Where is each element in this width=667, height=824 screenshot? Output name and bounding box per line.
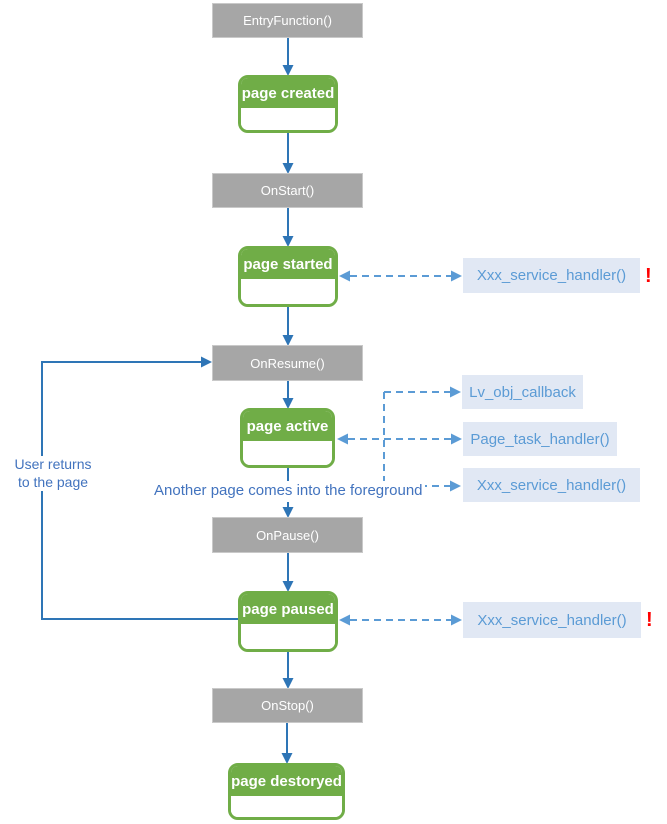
arrowhead-down-icon bbox=[282, 65, 294, 76]
arrowhead-down-icon bbox=[282, 398, 294, 409]
state-box-page-active: page active bbox=[240, 408, 335, 468]
arrowhead-left-icon bbox=[339, 614, 350, 626]
function-label: EntryFunction() bbox=[243, 13, 332, 28]
state-body bbox=[241, 279, 335, 304]
function-label: OnStop() bbox=[261, 698, 314, 713]
arrowhead-right-icon bbox=[451, 614, 462, 626]
arrowhead-down-icon bbox=[282, 236, 294, 247]
arrowhead-down-icon bbox=[282, 678, 294, 689]
function-label: OnResume() bbox=[250, 355, 325, 371]
state-header: page active bbox=[243, 411, 332, 441]
state-body bbox=[243, 441, 332, 465]
note-user-returns: User returns to the page bbox=[6, 456, 100, 491]
handler-label: Page_task_handler() bbox=[470, 430, 610, 448]
warning-exclamation-icon: ! bbox=[645, 265, 652, 287]
handler-label: Xxx_service_handler() bbox=[477, 611, 627, 629]
state-body bbox=[231, 796, 342, 817]
note-line: User returns bbox=[14, 456, 92, 472]
function-box-onstart: OnStart() bbox=[212, 173, 363, 208]
state-header: page destoryed bbox=[231, 766, 342, 796]
arrowhead-down-icon bbox=[281, 753, 293, 764]
note-foreground: Another page comes into the foreground bbox=[152, 481, 425, 502]
state-body bbox=[241, 108, 335, 130]
handler-box-xxx-service-handler-started: Xxx_service_handler() bbox=[463, 258, 640, 293]
arrowhead-left-icon bbox=[337, 433, 348, 445]
handler-box-page-task-handler: Page_task_handler() bbox=[463, 422, 617, 456]
arrowhead-right-icon bbox=[450, 480, 461, 492]
note-line: to the page bbox=[17, 473, 89, 490]
handler-label: Xxx_service_handler() bbox=[476, 267, 627, 284]
dashed-handler-arrows bbox=[348, 275, 451, 621]
handler-box-lv-obj-callback: Lv_obj_callback bbox=[462, 375, 583, 409]
state-box-page-started: page started bbox=[238, 246, 338, 307]
arrowhead-down-icon bbox=[282, 507, 294, 518]
function-box-entryfunction: EntryFunction() bbox=[212, 3, 363, 38]
arrowhead-down-icon bbox=[282, 581, 294, 592]
handler-box-xxx-service-handler-paused: Xxx_service_handler() bbox=[463, 602, 641, 638]
arrowhead-down-icon bbox=[282, 163, 294, 174]
arrowhead-right-icon bbox=[451, 433, 462, 445]
handler-label: Lv_obj_callback bbox=[469, 383, 576, 401]
solid-flow-arrows bbox=[41, 38, 294, 764]
arrowhead-right-icon bbox=[451, 270, 462, 282]
handler-box-xxx-service-handler-active: Xxx_service_handler() bbox=[463, 468, 640, 502]
function-label: OnStart() bbox=[260, 183, 315, 198]
state-body bbox=[241, 624, 335, 649]
dashed-arrowheads bbox=[337, 270, 462, 626]
handler-label: Xxx_service_handler() bbox=[476, 476, 627, 494]
state-header: page started bbox=[241, 249, 335, 279]
arrowhead-right-icon bbox=[450, 386, 461, 398]
function-box-onresume: OnResume() bbox=[212, 345, 363, 381]
function-box-onpause: OnPause() bbox=[212, 517, 363, 553]
arrowhead-left-icon bbox=[339, 270, 350, 282]
function-label: OnPause() bbox=[256, 527, 319, 543]
function-box-onstop: OnStop() bbox=[212, 688, 363, 723]
state-header: page created bbox=[241, 78, 335, 108]
state-box-page-paused: page paused bbox=[238, 591, 338, 652]
warning-exclamation-icon: ! bbox=[646, 609, 653, 631]
arrowhead-right-icon bbox=[201, 356, 212, 368]
state-box-page-destroyed: page destoryed bbox=[228, 763, 345, 820]
state-header: page paused bbox=[241, 594, 335, 624]
arrowhead-down-icon bbox=[282, 335, 294, 346]
state-box-page-created: page created bbox=[238, 75, 338, 133]
